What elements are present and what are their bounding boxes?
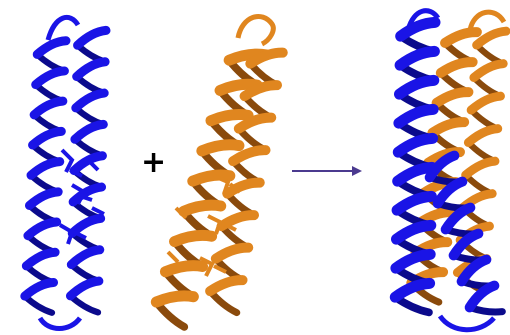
- helix-turn-front: [71, 250, 99, 265]
- blue-helix-1: [25, 41, 66, 313]
- helix-turn-front: [211, 115, 248, 121]
- helix-turn-front: [36, 71, 65, 85]
- complex-blue-bottom-loop: [440, 316, 494, 330]
- helix-turn-front: [25, 282, 54, 296]
- helix-turn-front: [78, 30, 106, 45]
- helix-turn-front: [397, 196, 431, 210]
- complex-orange-helix-2: [457, 31, 506, 291]
- helix-turn-front: [432, 122, 464, 133]
- helix-turn-front: [471, 96, 500, 110]
- helix-turn-front: [400, 80, 434, 94]
- helix-turn-front: [28, 222, 57, 236]
- helix-turn-front: [210, 280, 242, 291]
- orange-helical-hairpin: [156, 16, 282, 326]
- helix-turn-front: [441, 62, 473, 73]
- helix-turn-front: [400, 51, 434, 65]
- helix-turn-front: [70, 281, 98, 296]
- helix-turn-front: [202, 145, 239, 151]
- helix-turn-front: [233, 150, 265, 161]
- helix-turn-front: [468, 129, 497, 143]
- helix-turn-front: [33, 131, 62, 145]
- helix-turn-back: [25, 296, 52, 313]
- helical-bundle-complex: [395, 11, 506, 330]
- blue-bottom-loop: [40, 318, 80, 329]
- helix-turn-front: [34, 101, 63, 115]
- helix-turn-front: [474, 64, 503, 78]
- helix-turn-front: [31, 162, 60, 176]
- helix-turn-front: [437, 92, 469, 103]
- helix-turn-front: [76, 93, 104, 108]
- plus-sign: +: [141, 148, 166, 178]
- helix-turn-front: [26, 252, 55, 266]
- helix-turn-front: [37, 41, 66, 55]
- helix-turn-front: [399, 109, 433, 123]
- helix-turn-front: [75, 124, 103, 139]
- helix-turn-front: [165, 266, 202, 272]
- orange-top-loop: [238, 16, 273, 44]
- helix-turn-front: [466, 161, 495, 175]
- helix-turn-front: [184, 205, 221, 211]
- helix-turn-front: [216, 248, 248, 259]
- reaction-arrow: [292, 166, 362, 176]
- helix-turn-back: [70, 296, 98, 312]
- helix-turn-front: [29, 192, 58, 206]
- complex-blue-helix-2: [430, 156, 503, 312]
- helix-turn-front: [77, 62, 105, 77]
- blue-helical-hairpin: [25, 17, 106, 328]
- helix-turn-front: [445, 32, 477, 43]
- helix-turn-front: [156, 296, 193, 302]
- helix-turn-front: [398, 138, 432, 152]
- helix-turn-front: [175, 235, 212, 241]
